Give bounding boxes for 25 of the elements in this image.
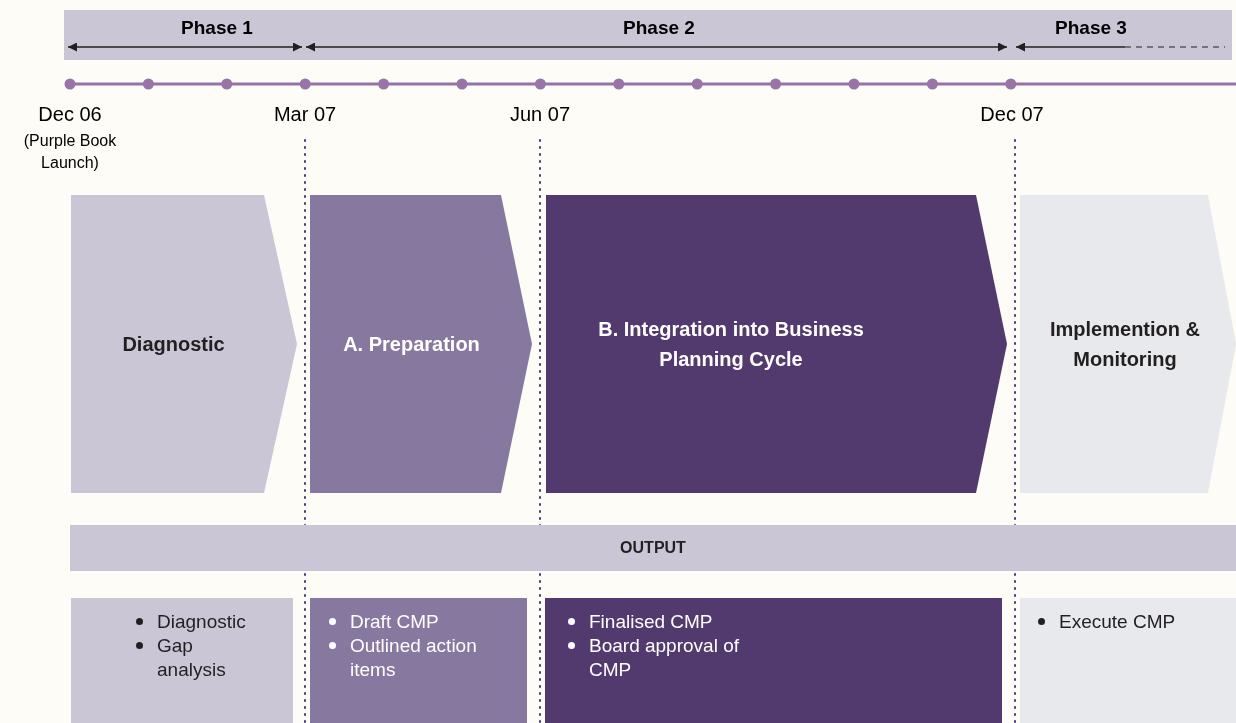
- output-box: [1020, 598, 1236, 723]
- stage-label: Implemention & Monitoring: [1049, 317, 1201, 372]
- bullet-item: Gap analysis: [133, 634, 263, 682]
- stage-label: A. Preparation: [342, 332, 481, 357]
- date-label: Mar 07: [272, 102, 338, 127]
- output-box: [545, 598, 1002, 723]
- bullet-item: Outlined action items: [326, 634, 491, 682]
- bullet-item: Finalised CMP: [565, 610, 740, 634]
- stage-label: Diagnostic: [121, 332, 226, 357]
- phase-label: Phase 3: [1054, 16, 1128, 40]
- bullet-item: Draft CMP: [326, 610, 491, 634]
- output-box: [310, 598, 527, 723]
- bullet-item: Board approval of CMP: [565, 634, 740, 682]
- date-label: Dec 06: [37, 102, 103, 127]
- bullet-item: Execute CMP: [1035, 610, 1235, 634]
- output-band: [70, 525, 1236, 571]
- phase-label: Phase 1: [180, 16, 254, 40]
- bullet-item: Diagnostic: [133, 610, 263, 634]
- date-note: (Purple Book Launch): [22, 131, 118, 173]
- date-label: Dec 07: [979, 102, 1045, 127]
- date-label: Jun 07: [508, 102, 572, 127]
- output-box: [71, 598, 293, 723]
- stage-label: B. Integration into Business Planning Cycle: [597, 317, 865, 372]
- phase-label: Phase 2: [622, 16, 696, 40]
- band-label: OUTPUT: [619, 538, 687, 558]
